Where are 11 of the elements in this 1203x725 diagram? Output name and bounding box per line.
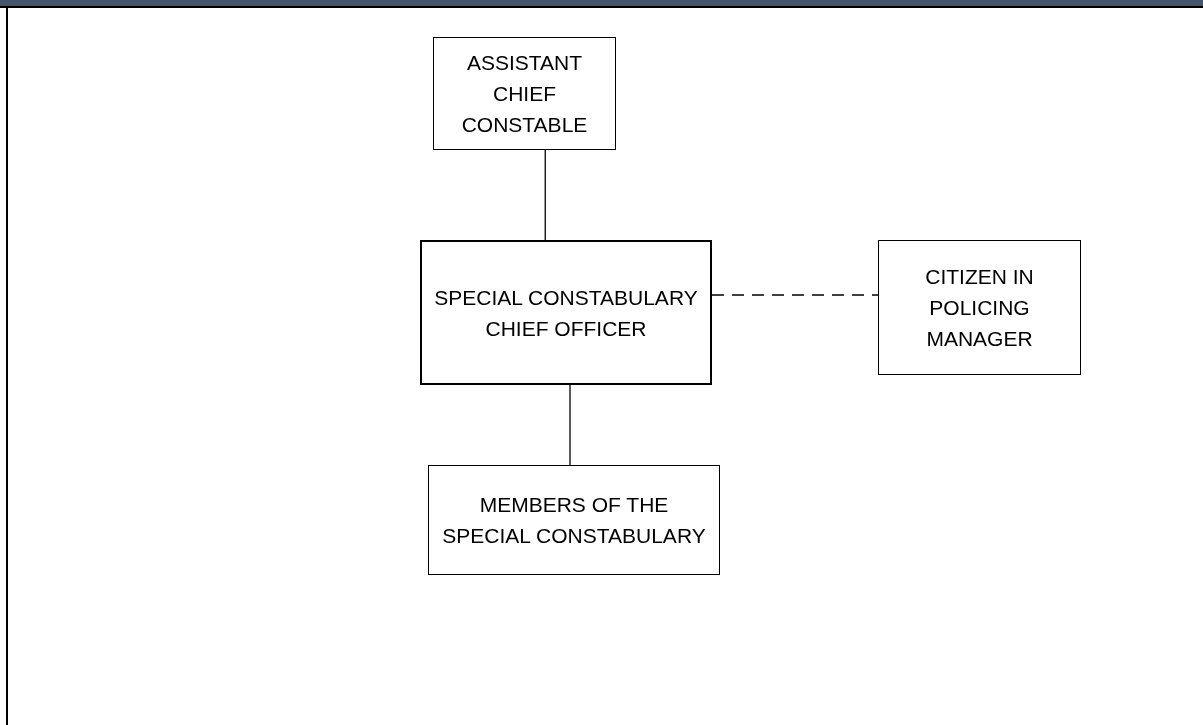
role-title: ASSISTANT CHIEF CONSTABLE <box>460 50 589 138</box>
connector-line <box>569 384 571 466</box>
org-box <box>433 37 616 150</box>
dashed-connector <box>711 294 879 296</box>
connector-line <box>544 149 546 241</box>
org-box <box>428 465 720 575</box>
role-title: CITIZEN IN POLICING MANAGER <box>924 264 1035 352</box>
role-title: SPECIAL CONSTABULARY CHIEF OFFICER <box>433 284 699 342</box>
org-box <box>878 240 1081 375</box>
role-title: MEMBERS OF THE SPECIAL CONSTABULARY <box>441 492 707 549</box>
org-box <box>420 240 712 385</box>
